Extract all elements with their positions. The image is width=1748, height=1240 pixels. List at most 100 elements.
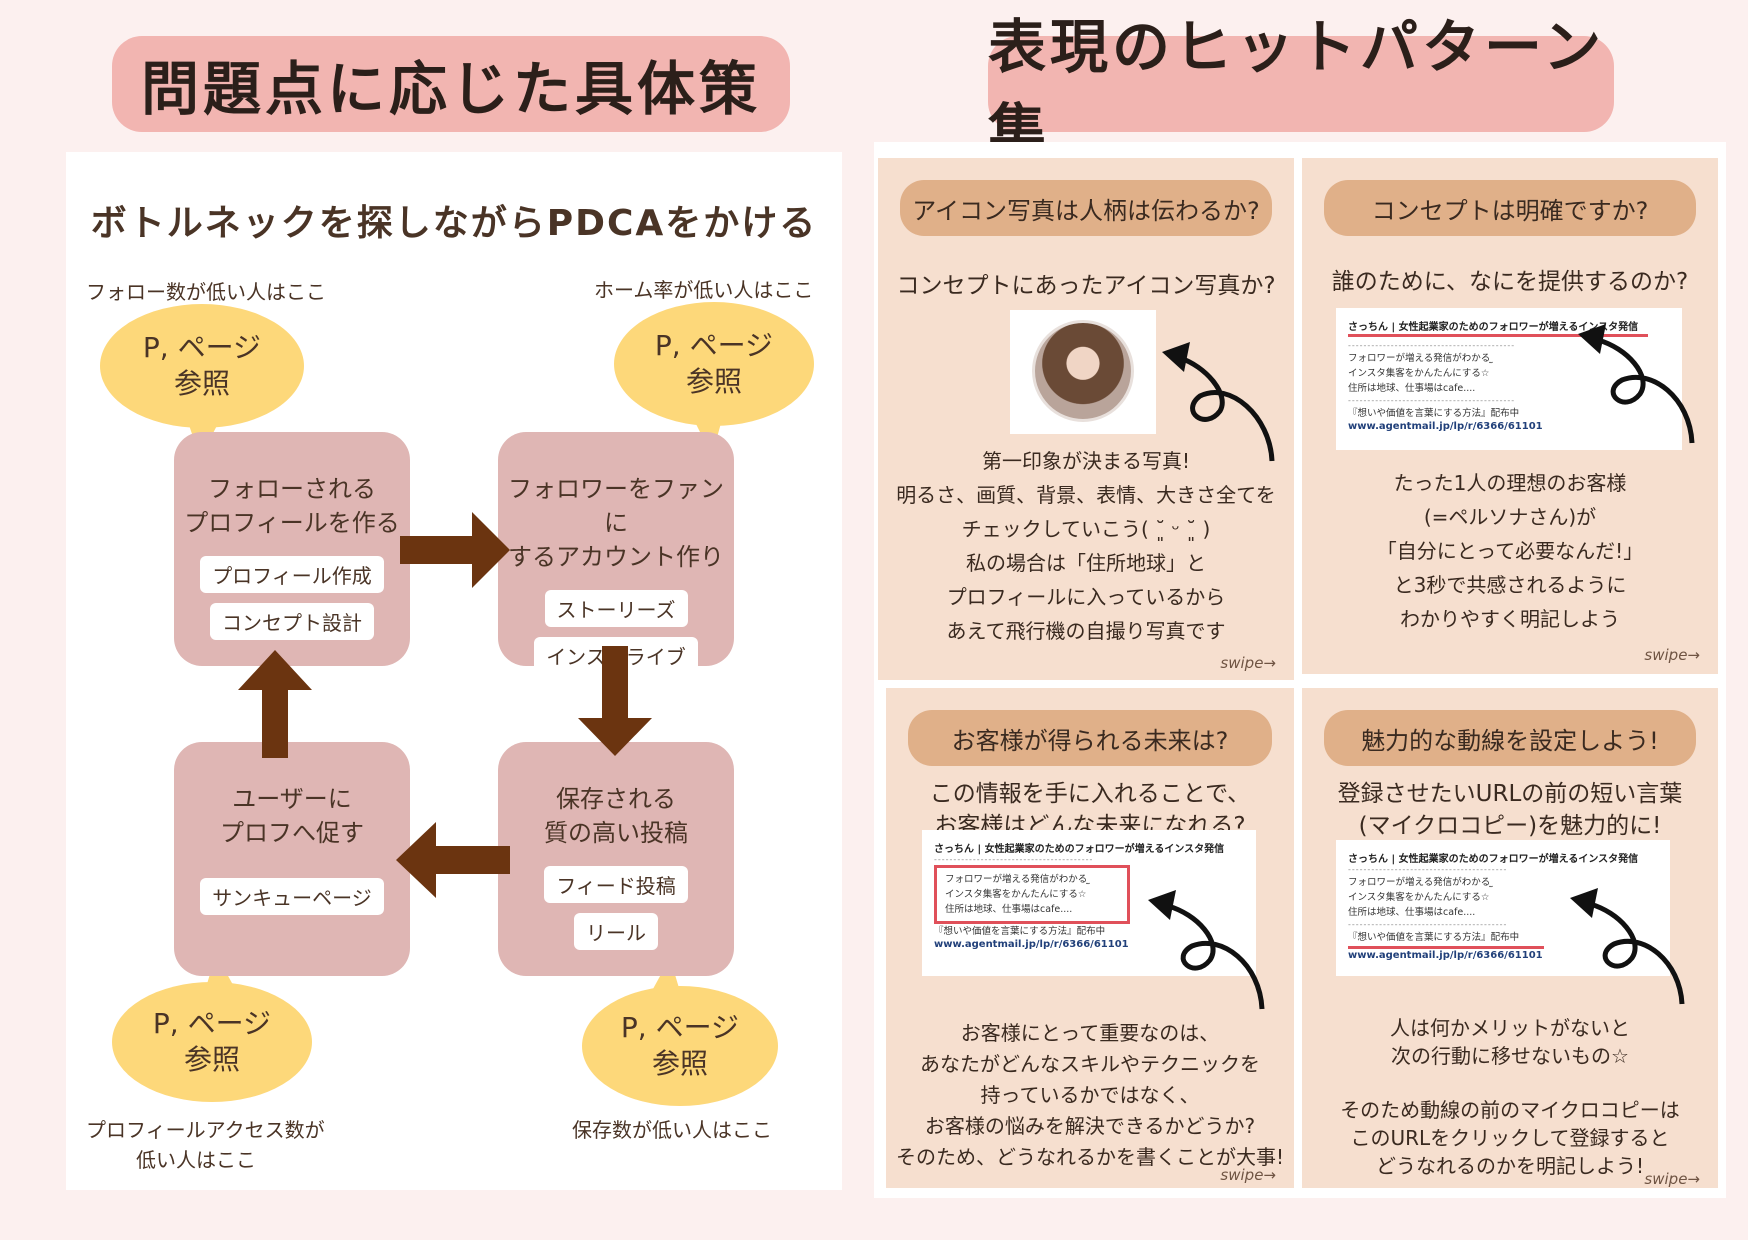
- step-box-profile: フォローされる プロフィールを作る プロフィール作成 コンセプト設計: [174, 432, 410, 666]
- card-body-line: 人は何かメリットがないと: [1390, 1016, 1630, 1040]
- left-section-title: 問題点に応じた具体策: [112, 36, 790, 132]
- note-profile-access-1: プロフィールアクセス数が: [86, 1118, 325, 1142]
- card-header: コンセプトは明確ですか?: [1324, 180, 1696, 236]
- reference-bubble: P, ページ 参照: [614, 302, 814, 462]
- note-follow-count: フォロー数が低い人はここ: [86, 280, 326, 304]
- profile-link: www.agentmail.jp/lp/r/6366/61101: [1348, 950, 1543, 961]
- profile-promo: 『想いや価値を言葉にする方法』配布中: [1348, 932, 1520, 943]
- divider: ----------------------------------------…: [1348, 396, 1516, 405]
- step-tag: サンキューページ: [200, 878, 384, 915]
- highlight-underline: [1348, 946, 1544, 949]
- swipe-hint: swipe→: [1644, 646, 1700, 664]
- step-title: フォローされる プロフィールを作る: [184, 475, 400, 537]
- avatar: [1032, 320, 1134, 422]
- card-body-line: 次の行動に移せないもの☆: [1391, 1044, 1629, 1068]
- card-body-line: プロフィールに入っているから: [946, 585, 1226, 609]
- bubble-label: P, ページ: [654, 329, 774, 362]
- card-body-line: たった1人の理想のお客様: [1393, 471, 1627, 495]
- card-header: お客様が得られる未来は?: [908, 710, 1272, 766]
- reference-bubble: P, ページ 参照: [112, 954, 312, 1104]
- swipe-hint: swipe→: [1644, 1170, 1700, 1188]
- pointer-arrow-icon: [1162, 342, 1275, 462]
- profile-line: インスタ集客をかんたんにする☆: [945, 889, 1087, 900]
- card-header: 魅力的な動線を設定しよう!: [1324, 710, 1696, 766]
- profile-line: フォロワーが増える発信がわかる ̫: [1348, 877, 1494, 888]
- bubble-label: 参照: [651, 1047, 708, 1080]
- card-question: 誰のために、なにを提供するのか?: [1331, 269, 1689, 295]
- card-body-line: お客様の悩みを解決できるかどうか?: [924, 1114, 1256, 1138]
- divider: ----------------------------------------…: [1348, 920, 1508, 929]
- cycle-arrows: [238, 512, 652, 898]
- arrow-up: [238, 650, 312, 758]
- bubble-label: P, ページ: [152, 1007, 272, 1040]
- card-body-line: そのため動線の前のマイクロコピーは: [1340, 1098, 1680, 1122]
- pointer-arrow-icon: [1570, 888, 1685, 1005]
- profile-screenshot: さっちん | 女性起業家のためのフォロワーが増えるインスタ発信 --------…: [1336, 308, 1682, 450]
- profile-line: 住所は地球、仕事場はcafe....: [1348, 907, 1476, 918]
- hit-pattern-panel: アイコン写真は人柄は伝わるか? コンセプトにあったアイコン写真か? 第一印象が決…: [874, 142, 1726, 1198]
- card-body-line: あなたがどんなスキルやテクニックを: [920, 1052, 1260, 1076]
- card-body-line: わかりやすく明記しよう: [1400, 607, 1620, 631]
- card-body-line: チェックしていこう( ˘͈ ᵕ ˘͈ ): [961, 517, 1211, 541]
- profile-name: さっちん | 女性起業家のためのフォロワーが増えるインスタ発信: [1348, 322, 1639, 333]
- bubble-label: P, ページ: [142, 331, 262, 364]
- profile-screenshot: さっちん | 女性起業家のためのフォロワーが増えるインスタ発信 --------…: [1336, 840, 1670, 976]
- profile-screenshot: さっちん | 女性起業家のためのフォロワーが増えるインスタ発信 --------…: [922, 830, 1256, 976]
- card-body-line: (=ペルソナさん)が: [1423, 505, 1597, 529]
- bubble-label: P, ページ: [620, 1011, 740, 1044]
- card-body-line: あえて飛行機の自撮り写真です: [946, 619, 1226, 643]
- bubble-label: 参照: [173, 367, 230, 400]
- step-tag: コンセプト設計: [210, 603, 374, 640]
- card-body: 人は何かメリットがないと 次の行動に移せないもの☆ そのため動線の前のマイクロコ…: [1302, 1014, 1718, 1180]
- card-body-line: 「自分にとって必要なんだ!」: [1376, 539, 1644, 563]
- profile-line: 住所は地球、仕事場はcafe....: [945, 904, 1073, 915]
- note-home-rate: ホーム率が低い人はここ: [594, 278, 814, 302]
- step-title: 保存される 質の高い投稿: [544, 785, 688, 847]
- highlight-box: フォロワーが増える発信がわかる ̫ インスタ集客をかんたんにする☆ 住所は地球、…: [934, 865, 1130, 924]
- card-body-line: 持っているかではなく、: [980, 1083, 1200, 1107]
- profile-name: さっちん | 女性起業家のためのフォロワーが増えるインスタ発信: [934, 844, 1225, 855]
- step-tag: フィード投稿: [544, 866, 688, 903]
- bubble-label: 参照: [685, 365, 742, 398]
- step-title: フォロワーをファンに するアカウント作り: [508, 475, 724, 571]
- card-body-line: 第一印象が決まる写真!: [981, 449, 1191, 473]
- right-section-title: 表現のヒットパターン集: [988, 13, 1614, 165]
- profile-promo: 『想いや価値を言葉にする方法』配布中: [934, 926, 1106, 937]
- card-question: 登録させたいURLの前の短い言葉 (マイクロコピー)を魅力的に!: [1337, 781, 1683, 839]
- step-tag: リール: [574, 913, 658, 950]
- arrow-right: [400, 512, 510, 588]
- step-box-prompt-profile: ユーザーに プロフへ促す サンキューページ: [174, 742, 410, 976]
- card-body-line: そのため、どうなれるかを書くことが大事!: [895, 1145, 1285, 1169]
- pointer-arrow-icon: [1578, 324, 1695, 444]
- highlight-underline: [1348, 334, 1648, 337]
- profile-line: フォロワーが増える発信がわかる ̫: [945, 874, 1091, 885]
- profile-line: インスタ集客をかんたんにする☆: [1348, 368, 1490, 379]
- card-body: 第一印象が決まる写真! 明るさ、画質、背景、表情、大きさ全てを チェックしていこ…: [878, 444, 1294, 648]
- card-body-line: [1302, 1070, 1718, 1096]
- pattern-card-cta: 魅力的な動線を設定しよう! 登録させたいURLの前の短い言葉 (マイクロコピー)…: [1302, 688, 1718, 1188]
- pattern-card-icon: アイコン写真は人柄は伝わるか? コンセプトにあったアイコン写真か? 第一印象が決…: [878, 158, 1294, 680]
- card-body-line: 明るさ、画質、背景、表情、大きさ全てを: [896, 483, 1276, 507]
- profile-name: さっちん | 女性起業家のためのフォロワーが増えるインスタ発信: [1348, 854, 1639, 865]
- step-box-fan-account: フォロワーをファンに するアカウント作り ストーリーズ インスタライブ: [498, 432, 734, 674]
- step-title: ユーザーに プロフへ促す: [220, 785, 364, 847]
- card-body: たった1人の理想のお客様 (=ペルソナさん)が 「自分にとって必要なんだ!」 と…: [1302, 466, 1718, 636]
- card-question: コンセプトにあったアイコン写真か?: [896, 273, 1276, 299]
- bubble-label: 参照: [183, 1043, 240, 1076]
- profile-link: www.agentmail.jp/lp/r/6366/61101: [1348, 421, 1543, 432]
- card-header: アイコン写真は人柄は伝わるか?: [900, 180, 1272, 236]
- profile-line: インスタ集客をかんたんにする☆: [1348, 892, 1490, 903]
- card-body-line: お客様にとって重要なのは、: [960, 1021, 1220, 1045]
- arrow-left: [396, 822, 510, 898]
- step-box-quality-post: 保存される 質の高い投稿 フィード投稿 リール: [498, 742, 734, 976]
- profile-line: 住所は地球、仕事場はcafe....: [1348, 383, 1476, 394]
- swipe-hint: swipe→: [1220, 1166, 1276, 1184]
- note-save-count: 保存数が低い人はここ: [572, 1118, 772, 1142]
- step-tag: ストーリーズ: [544, 590, 688, 627]
- card-body-line: と3秒で共感されるように: [1393, 573, 1627, 597]
- divider: ----------------------------------------…: [934, 855, 1094, 864]
- swipe-hint: swipe→: [1220, 654, 1276, 672]
- profile-link: www.agentmail.jp/lp/r/6366/61101: [934, 939, 1129, 950]
- divider: ----------------------------------------…: [1348, 865, 1508, 874]
- profile-line: フォロワーが増える発信がわかる ̫: [1348, 353, 1494, 364]
